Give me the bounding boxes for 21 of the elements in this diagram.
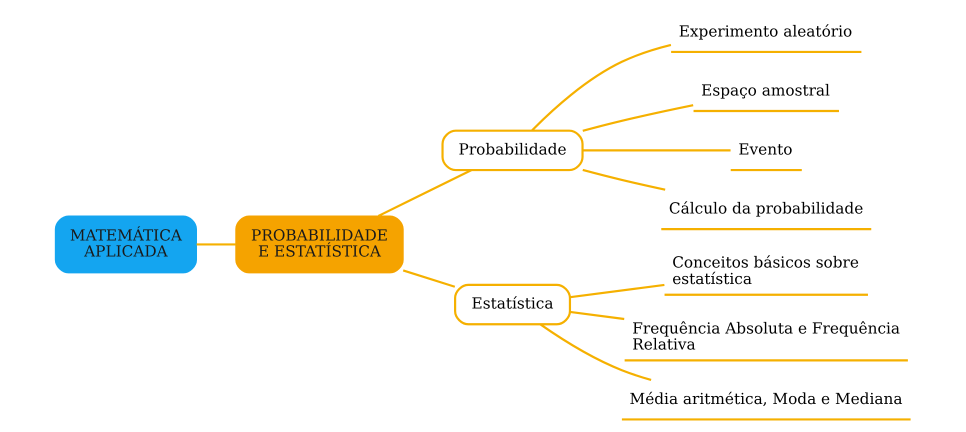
connector <box>196 243 236 246</box>
connector <box>570 284 665 298</box>
node-box: Probabilidade <box>441 130 584 172</box>
node-text: Frequência Absoluta e Frequência Relativa <box>632 319 900 354</box>
node-text: Conceitos básicos sobre estatística <box>672 254 859 288</box>
node-box: Estatística <box>454 284 572 326</box>
connector <box>582 104 694 132</box>
connector <box>402 269 456 288</box>
node-text: Evento <box>738 140 792 158</box>
node-text: Experimento aleatório <box>678 22 852 40</box>
node-box: PROBABILIDADE E ESTATÍSTICA <box>235 215 404 274</box>
node-text: Espaço amostral <box>701 81 830 100</box>
node-text: Cálculo da probabilidade <box>668 199 864 218</box>
node-box: MATEMÁTICA APLICADA <box>54 215 197 274</box>
connector <box>540 323 652 382</box>
connector <box>531 44 672 132</box>
node-text: Média aritmética, Moda e Mediana <box>630 390 902 408</box>
connector <box>378 169 472 217</box>
connector <box>582 149 731 152</box>
connector <box>582 168 666 191</box>
connector <box>570 310 624 320</box>
